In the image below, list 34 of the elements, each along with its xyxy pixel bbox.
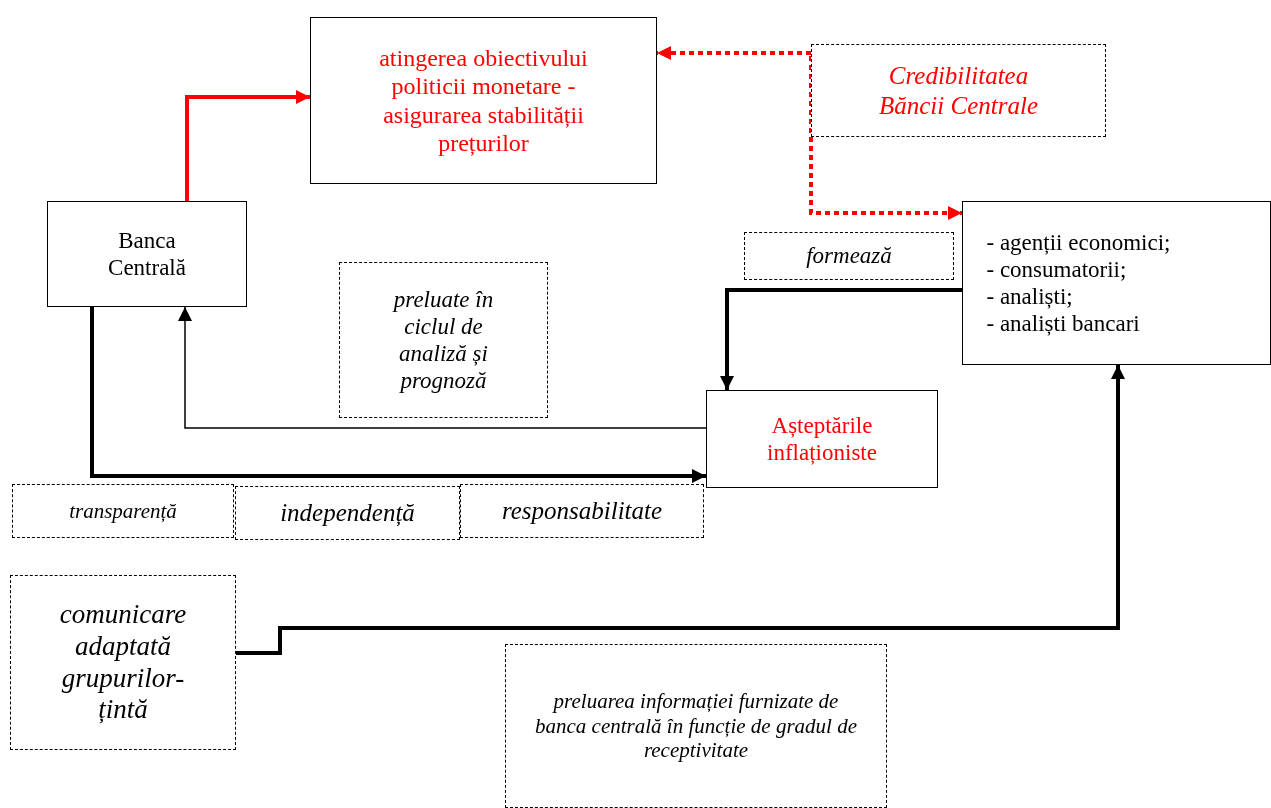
node-text: - analiști; — [986, 283, 1074, 311]
arrow — [185, 90, 310, 201]
arrow — [657, 46, 811, 60]
actors-box — [962, 201, 1271, 365]
node-text: preluate în ciclul de analiză și prognoză — [391, 285, 495, 395]
principle-box — [12, 484, 234, 538]
node-text: - consumatorii; — [986, 255, 1128, 283]
expectations-box — [706, 390, 938, 488]
node-text: - analiști bancari — [986, 310, 1141, 338]
node-text: Banca Centrală — [107, 226, 187, 282]
node-text: atingerea obiectivului politicii monetare - asigurarea stabilității prețurilor — [378, 43, 589, 158]
node-text: formează — [806, 242, 892, 270]
node-text: responsabilitate — [501, 496, 663, 526]
note-box — [505, 644, 887, 808]
credibility-box — [811, 44, 1106, 137]
arrow — [236, 365, 1125, 655]
goal-box — [310, 17, 657, 184]
node-text: transparență — [69, 498, 177, 524]
note-box — [339, 262, 548, 418]
node-text: comunicare adaptată grupurilor-țintă — [58, 598, 188, 727]
principle-box — [460, 484, 704, 538]
label-box — [744, 232, 954, 280]
node-text: - agenții economici; — [986, 228, 1172, 256]
arrow — [720, 288, 962, 390]
principle-box — [235, 486, 460, 540]
arrow — [178, 306, 707, 429]
arrow — [90, 307, 706, 483]
node-text: independență — [280, 498, 415, 528]
arrow — [809, 56, 962, 220]
node-text: Așteptările inflaționiste — [766, 411, 878, 467]
node-text: preluarea informației furnizate de banca centrală în funcție de gradul de receptivitate — [534, 688, 858, 764]
node-text: Credibilitatea Băncii Centrale — [878, 61, 1039, 120]
communication-box — [10, 575, 236, 750]
process-box — [47, 201, 247, 307]
